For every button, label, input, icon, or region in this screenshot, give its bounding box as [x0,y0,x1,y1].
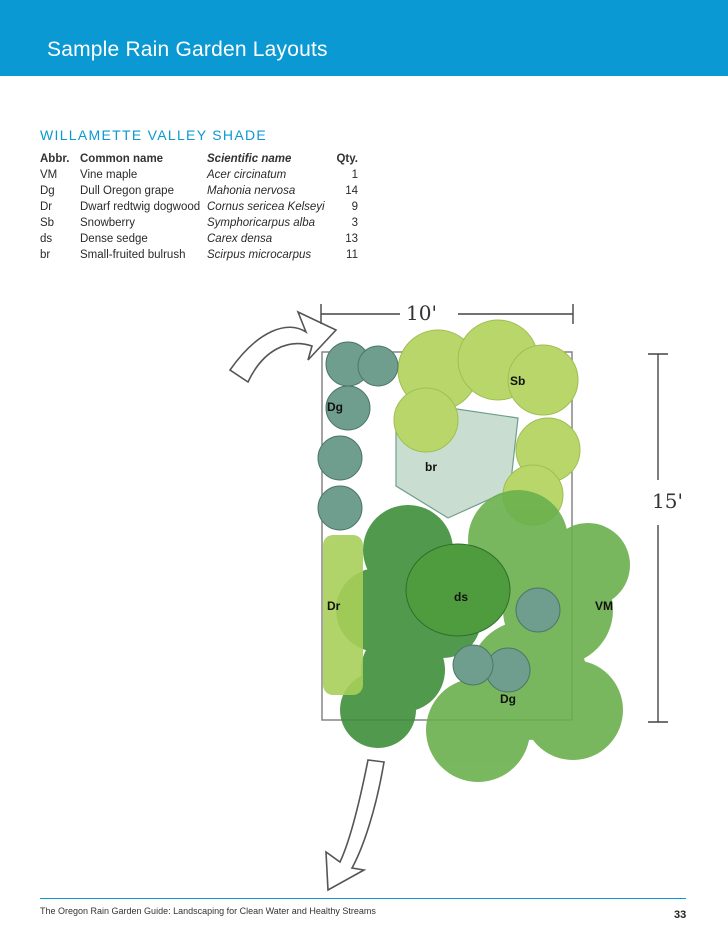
qty-cell: 9 [325,199,358,215]
abbr-cell: ds [40,231,80,247]
footer-citation: The Oregon Rain Garden Guide: Landscapin… [40,906,376,916]
abbr-cell: Dr [40,199,80,215]
table-row: Dg Dull Oregon grape Mahonia nervosa 14 [40,183,358,199]
page-number: 33 [674,909,686,921]
common-name-cell: Dense sedge [80,231,207,247]
qty-cell: 14 [325,183,358,199]
qty-cell: 3 [325,215,358,231]
plan-label-br: br [425,460,437,474]
table-row: Sb Snowberry Symphoricarpus alba 3 [40,215,358,231]
column-header-scientific-name: Scientific name [207,151,325,167]
column-header-qty: Qty. [325,151,358,167]
scientific-name-cell: Cornus sericea Kelseyi [207,199,325,215]
length-dimension-label: 15' [652,489,683,513]
plant-table: Abbr. Common name Scientific name Qty. V… [40,151,358,263]
footer-divider [40,898,686,899]
inflow-arrow-icon [230,312,336,382]
column-header-abbr: Abbr. [40,151,80,167]
common-name-cell: Vine maple [80,167,207,183]
abbr-cell: Sb [40,215,80,231]
common-name-cell: Small-fruited bulrush [80,247,207,263]
common-name-cell: Dwarf redtwig dogwood [80,199,207,215]
outflow-arrow-icon [326,760,384,890]
table-row: ds Dense sedge Carex densa 13 [40,231,358,247]
plan-label-ds: ds [454,590,468,604]
column-header-common-name: Common name [80,151,207,167]
common-name-cell: Snowberry [80,215,207,231]
abbr-cell: br [40,247,80,263]
table-row: Dr Dwarf redtwig dogwood Cornus sericea … [40,199,358,215]
scientific-name-cell: Mahonia nervosa [207,183,325,199]
qty-cell: 11 [325,247,358,263]
garden-plan-drawing: 10' 15' [228,290,708,895]
abbr-cell: Dg [40,183,80,199]
scientific-name-cell: Acer circinatum [207,167,325,183]
qty-cell: 13 [325,231,358,247]
plan-label-dr: Dr [327,599,340,613]
table-row: br Small-fruited bulrush Scirpus microca… [40,247,358,263]
table-header-row: Abbr. Common name Scientific name Qty. [40,151,358,167]
section-heading: Willamette Valley Shade [40,127,267,143]
plan-label-sb: Sb [510,374,525,388]
plan-label-vm: VM [595,599,613,613]
scientific-name-cell: Carex densa [207,231,325,247]
width-dimension-label: 10' [406,301,437,325]
plan-label-dg: Dg [327,400,343,414]
plan-label-dg-bottom: Dg [500,692,516,706]
scientific-name-cell: Scirpus microcarpus [207,247,325,263]
abbr-cell: VM [40,167,80,183]
table-row: VM Vine maple Acer circinatum 1 [40,167,358,183]
header-banner: Sample Rain Garden Layouts [0,0,728,76]
common-name-cell: Dull Oregon grape [80,183,207,199]
scientific-name-cell: Symphoricarpus alba [207,215,325,231]
page-title: Sample Rain Garden Layouts [47,38,328,62]
qty-cell: 1 [325,167,358,183]
